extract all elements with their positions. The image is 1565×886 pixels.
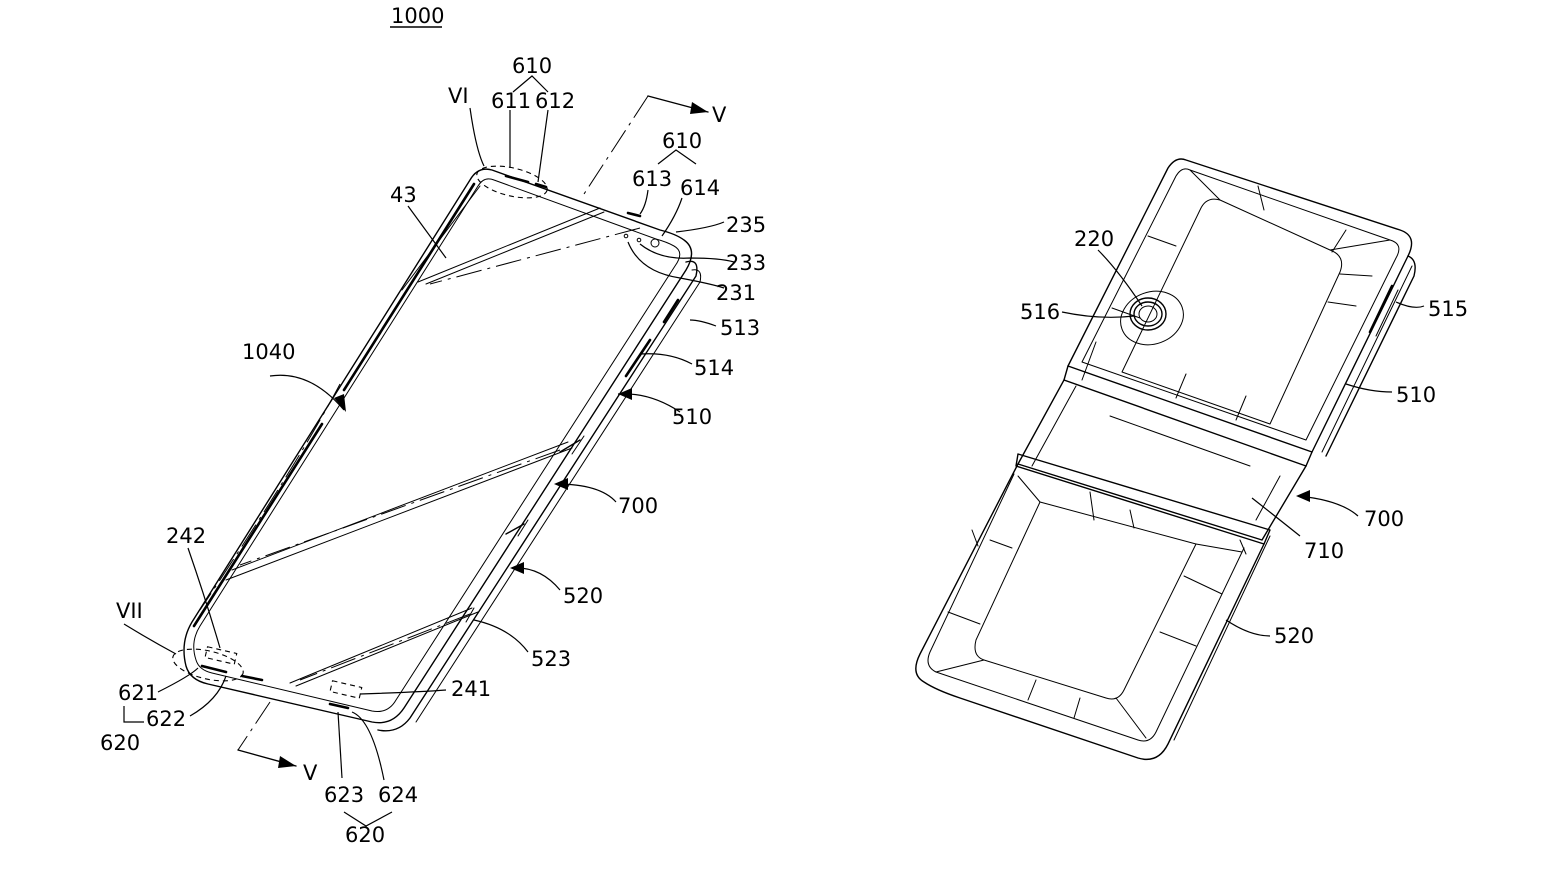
label-623: 623 <box>324 783 364 807</box>
label-610-top: 610 <box>512 54 552 78</box>
label-231: 231 <box>716 281 756 305</box>
label-510: 510 <box>672 405 712 429</box>
figure-title: 1000 <box>391 4 444 28</box>
label-235: 235 <box>726 213 766 237</box>
label-233: 233 <box>726 251 766 275</box>
label-700: 700 <box>618 494 658 518</box>
label-241: 241 <box>451 677 491 701</box>
label-VII: VII <box>116 599 143 623</box>
label-VI: VI <box>448 84 469 108</box>
label-624: 624 <box>378 783 418 807</box>
label-516: 516 <box>1020 300 1060 324</box>
label-514: 514 <box>694 356 734 380</box>
label-710: 710 <box>1304 539 1344 563</box>
label-614: 614 <box>680 176 720 200</box>
label-V-top: V <box>712 103 727 127</box>
front-view-labels: 610 611 612 VI V 610 613 614 235 233 231… <box>100 54 766 847</box>
label-611: 611 <box>491 89 531 113</box>
rear-view-labels: 220 516 515 510 700 710 520 <box>1020 227 1468 648</box>
label-520-rear: 520 <box>1274 624 1314 648</box>
label-513: 513 <box>720 316 760 340</box>
label-1040: 1040 <box>242 340 295 364</box>
label-V-bottom: V <box>303 761 318 785</box>
rear-view-leaders <box>1061 249 1425 637</box>
label-43: 43 <box>390 183 417 207</box>
label-622: 622 <box>146 707 186 731</box>
label-242: 242 <box>166 524 206 548</box>
label-515: 515 <box>1428 297 1468 321</box>
label-620-left: 620 <box>100 731 140 755</box>
label-510-rear: 510 <box>1396 383 1436 407</box>
label-523: 523 <box>531 647 571 671</box>
label-700-rear: 700 <box>1364 507 1404 531</box>
label-612: 612 <box>535 89 575 113</box>
label-621: 621 <box>118 681 158 705</box>
label-520: 520 <box>563 584 603 608</box>
front-view-device <box>172 165 702 732</box>
label-613: 613 <box>632 167 672 191</box>
label-620-bottom: 620 <box>345 823 385 847</box>
front-view-leaders <box>123 75 735 827</box>
label-610-right: 610 <box>662 129 702 153</box>
label-220: 220 <box>1074 227 1114 251</box>
rear-view-device <box>915 158 1416 761</box>
section-line-v <box>237 95 709 768</box>
